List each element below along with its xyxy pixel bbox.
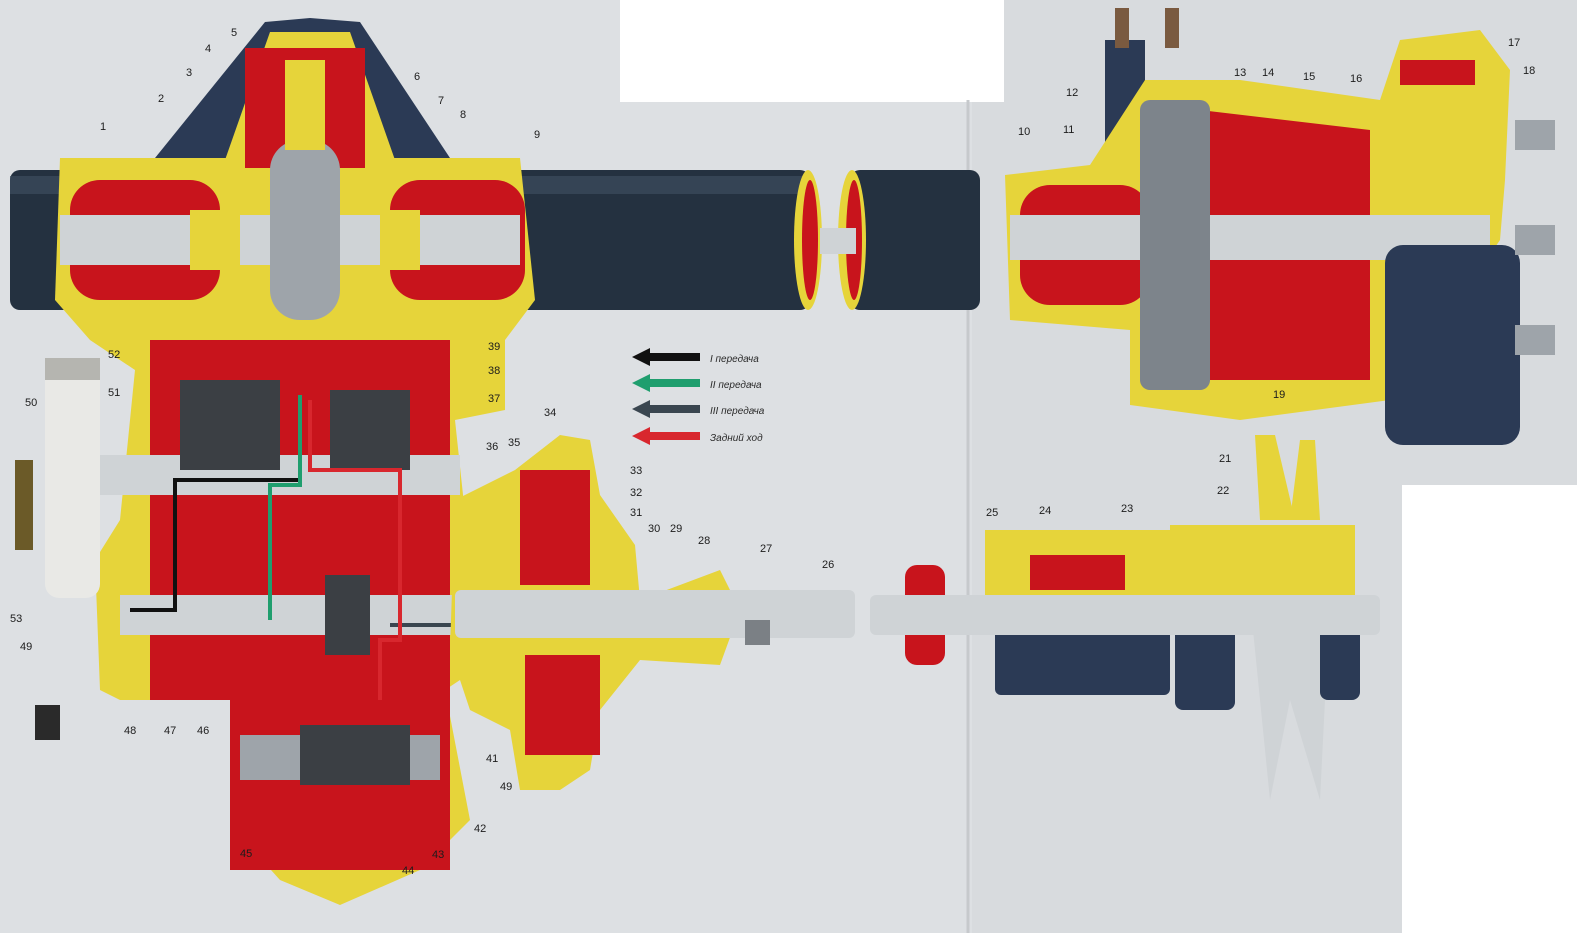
callout-label: 22 (1217, 485, 1229, 497)
callout-label: 23 (1121, 503, 1133, 515)
callout-label: 53 (10, 613, 22, 625)
blank-top-patch (620, 0, 1004, 102)
callout-label: 5 (231, 27, 237, 39)
callout-label: 36 (486, 441, 498, 453)
callout-label: 16 (1350, 73, 1362, 85)
callout-label: 7 (438, 95, 444, 107)
callout-label: 49 (500, 781, 512, 793)
callout-label: 26 (822, 559, 834, 571)
axle-tube-right (820, 170, 980, 310)
callout-label: 51 (108, 387, 120, 399)
legend: I передача II передача III передача Задн… (632, 348, 765, 445)
clutch-housing (450, 435, 855, 790)
output-shaft-assembly (870, 435, 1380, 800)
callout-label: 49 (20, 641, 32, 653)
callout-label: 14 (1262, 67, 1274, 79)
callout-label: 13 (1234, 67, 1246, 79)
callout-label: 47 (164, 725, 176, 737)
callout-label: 35 (508, 437, 520, 449)
callout-label: 38 (488, 365, 500, 377)
callout-label: 32 (630, 487, 642, 499)
callout-label: 12 (1066, 87, 1078, 99)
callout-label: 34 (544, 407, 556, 419)
legend-label-4: Задний ход (710, 433, 763, 444)
callout-label: 11 (1063, 124, 1074, 136)
callout-label: 31 (630, 507, 642, 519)
legend-item-4: Задний ход (632, 427, 763, 445)
callout-label: 28 (698, 535, 710, 547)
callout-label: 17 (1508, 37, 1520, 49)
callout-label: 27 (760, 543, 772, 555)
callout-label: 30 (648, 523, 660, 535)
callout-label: 2 (158, 93, 164, 105)
callout-label: 52 (108, 349, 120, 361)
callout-label: 3 (186, 67, 192, 79)
legend-item-2: II передача (632, 374, 762, 392)
callout-label: 1 (100, 121, 106, 133)
callout-label: 41 (486, 753, 498, 765)
legend-label-2: II передача (710, 380, 762, 391)
callout-label: 39 (488, 341, 500, 353)
callout-label: 6 (414, 71, 420, 83)
callout-label: 43 (432, 849, 444, 861)
callout-label: 8 (460, 109, 466, 121)
callout-label: 4 (205, 43, 211, 55)
callout-label: 46 (197, 725, 209, 737)
legend-label-1: I передача (710, 354, 759, 365)
differential-housing (55, 18, 535, 340)
callout-label: 42 (474, 823, 486, 835)
callout-label: 50 (25, 397, 37, 409)
callout-label: 29 (670, 523, 682, 535)
legend-item-3: III передача (632, 400, 765, 418)
callout-label: 48 (124, 725, 136, 737)
callout-label: 15 (1303, 71, 1315, 83)
legend-label-3: III передача (710, 406, 765, 417)
wheel-reduction-housing (1005, 8, 1555, 445)
legend-item-1: I передача (632, 348, 759, 366)
callout-label: 24 (1039, 505, 1051, 517)
callout-label: 25 (986, 507, 998, 519)
callout-label: 33 (630, 465, 642, 477)
callout-label: 19 (1273, 389, 1285, 401)
callout-label: 10 (1018, 126, 1030, 138)
callout-label: 9 (534, 129, 540, 141)
callout-label: 21 (1219, 453, 1231, 465)
gear-paths (130, 395, 460, 700)
callout-label: 18 (1523, 65, 1535, 77)
callout-label: 45 (240, 848, 252, 860)
drive-pulley (15, 358, 100, 740)
callout-label: 44 (402, 865, 414, 877)
callout-label: 37 (488, 393, 500, 405)
